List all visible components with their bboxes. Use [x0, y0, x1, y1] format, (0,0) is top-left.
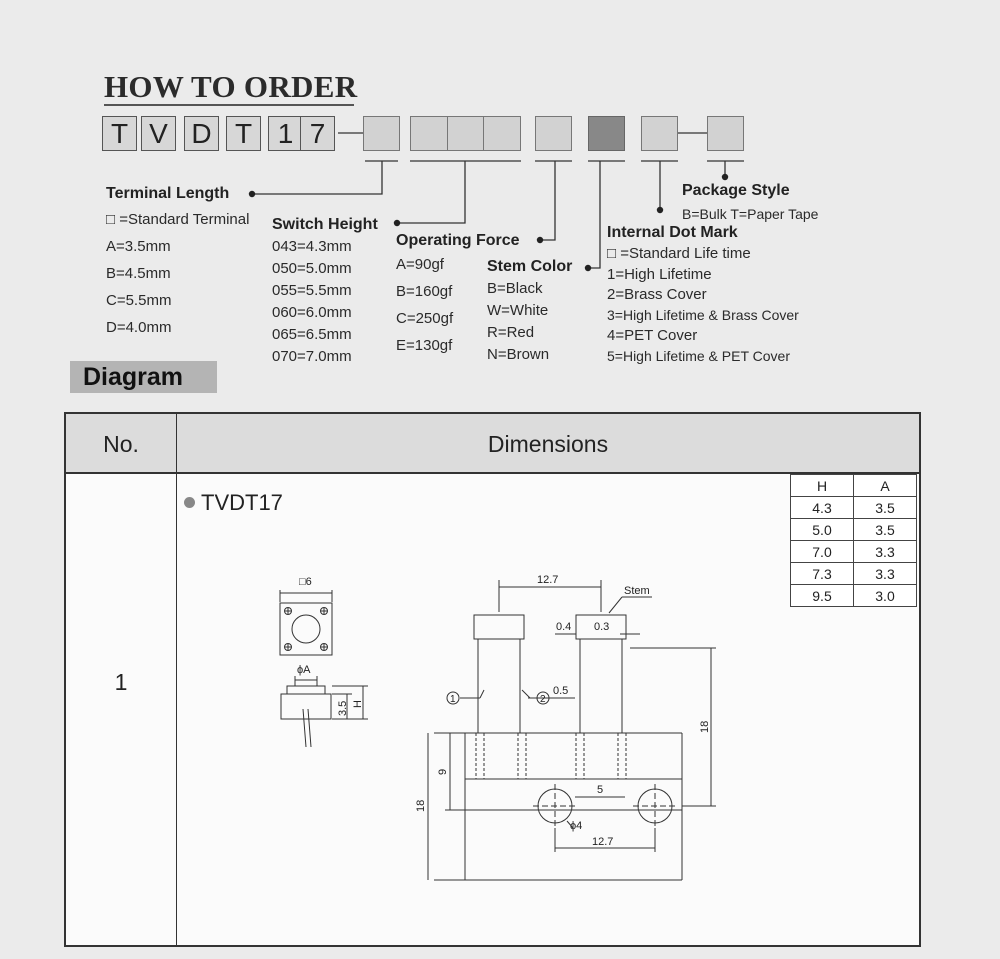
code-letter-2: V: [141, 116, 176, 151]
dim-H: H: [352, 700, 364, 708]
stem-label: Stem: [624, 585, 650, 597]
switch-cap: [286, 685, 326, 695]
switch-height-option: 055=5.5mm: [272, 282, 352, 299]
table-row: 9.5 3.0: [790, 584, 917, 607]
table-row: 7.3 3.3: [790, 562, 917, 585]
code-letter-1: T: [102, 116, 137, 151]
switch-height-option: 070=7.0mm: [272, 348, 352, 365]
package-style-option: B=Bulk T=Paper Tape: [682, 206, 819, 222]
terminal-length-option: □ =Standard Terminal: [106, 211, 250, 228]
internal-dot-option: 3=High Lifetime & Brass Cover: [607, 307, 799, 323]
title-underline: [104, 104, 354, 106]
slot-package-style: [707, 116, 744, 151]
how-to-order-title: HOW TO ORDER: [104, 69, 358, 104]
slot-operating-force: [535, 116, 572, 151]
dim-5: 5: [597, 784, 603, 796]
switch-button-circle: [291, 614, 321, 644]
terminal-length-option: C=5.5mm: [106, 292, 172, 309]
dim-0-4: 0.4: [556, 621, 571, 633]
switch-height-heading: Switch Height: [272, 216, 378, 233]
internal-dot-option: 2=Brass Cover: [607, 286, 707, 303]
ha-cell-h: 9.5: [790, 584, 854, 607]
code-letter-6: 7: [300, 116, 335, 151]
stem-color-heading: Stem Color: [487, 258, 573, 275]
slot-terminal-length: [363, 116, 400, 151]
stem-color-option: R=Red: [487, 324, 535, 341]
dim-0-5: 0.5: [553, 685, 568, 697]
stem-color-option: W=White: [487, 302, 549, 319]
h-a-table: H A 4.3 3.5 5.0 3.5 7.0 3.3 7.3 3.3 9.5 …: [790, 474, 917, 607]
switch-height-option: 043=4.3mm: [272, 238, 352, 255]
marker-label-2: 2: [540, 694, 546, 705]
dim-12-7-bottom: 12.7: [592, 836, 613, 848]
marker-circle-1: [446, 691, 460, 705]
stem-color-option: B=Black: [487, 280, 543, 297]
code-letter-3: D: [184, 116, 219, 151]
dim-18-left: 18: [415, 800, 427, 812]
internal-dot-option: □ =Standard Life time: [607, 245, 751, 262]
row-number: 1: [114, 669, 128, 695]
large-side-view: [427, 580, 716, 881]
product-name: TVDT17: [184, 490, 283, 516]
internal-dot-option: 5=High Lifetime & PET Cover: [607, 348, 790, 364]
ha-cell-a: 3.3: [853, 562, 917, 585]
terminal-length-option: A=3.5mm: [106, 238, 171, 255]
table-header-row: [66, 414, 919, 474]
operating-force-option: B=160gf: [396, 283, 453, 300]
dim-phiA: ϕA: [297, 664, 311, 676]
dim-0-3: 0.3: [594, 621, 609, 633]
terminal-length-heading: Terminal Length: [106, 185, 230, 202]
dim-12-7-top: 12.7: [537, 574, 558, 586]
dim-9: 9: [437, 769, 449, 775]
dim-phi4: ϕ4: [570, 820, 582, 832]
switch-height-option: 050=5.0mm: [272, 260, 352, 277]
internal-dot-mark-heading: Internal Dot Mark: [607, 224, 738, 241]
slot-switch-height: [410, 116, 521, 151]
terminal-length-option: D=4.0mm: [106, 319, 172, 336]
code-letter-5: 1: [268, 116, 303, 151]
internal-dot-option: 1=High Lifetime: [607, 266, 712, 283]
marker-circle-2: [536, 691, 550, 705]
internal-dot-option: 4=PET Cover: [607, 327, 698, 344]
dim-3-5: 3.5: [337, 701, 349, 716]
order-connectors: [248, 132, 744, 272]
header-no: No.: [103, 431, 139, 457]
dim-square6: □6: [299, 576, 312, 588]
switch-body-square: [279, 602, 333, 656]
product-label: TVDT17: [201, 490, 283, 515]
small-side-view: [280, 676, 368, 748]
switch-side-body: [280, 693, 332, 720]
dimensions-table: No. Dimensions 1 TVDT17 H A 4.3 3.5 5.0 …: [64, 412, 921, 947]
slot-stem-color: [588, 116, 625, 151]
column-divider: [176, 414, 177, 945]
dim-18-right: 18: [699, 721, 711, 733]
ha-cell-a: 3.5: [853, 518, 917, 541]
slot-internal-dot: [641, 116, 678, 151]
header-dimensions: Dimensions: [487, 431, 609, 457]
table-row: 5.0 3.5: [790, 518, 917, 541]
bullet-dot-icon: [184, 497, 195, 508]
package-style-heading: Package Style: [682, 182, 790, 199]
stem-left: [473, 614, 525, 640]
operating-force-option: C=250gf: [396, 310, 454, 327]
operating-force-option: E=130gf: [396, 337, 453, 354]
diagram-label: Diagram: [70, 361, 217, 393]
ha-cell-h: 5.0: [790, 518, 854, 541]
switch-height-option: 065=6.5mm: [272, 326, 352, 343]
marker-label-1: 1: [450, 694, 456, 705]
operating-force-option: A=90gf: [396, 256, 444, 273]
operating-force-heading: Operating Force: [396, 232, 520, 249]
switch-height-option: 060=6.0mm: [272, 304, 352, 321]
stem-color-option: N=Brown: [487, 346, 550, 363]
ha-cell-a: 3.0: [853, 584, 917, 607]
small-top-view: [279, 590, 333, 656]
ha-cell-h: 4.3: [790, 496, 854, 519]
table-row: 4.3 3.5: [790, 496, 917, 519]
terminal-length-option: B=4.5mm: [106, 265, 171, 282]
code-letter-4: T: [226, 116, 261, 151]
